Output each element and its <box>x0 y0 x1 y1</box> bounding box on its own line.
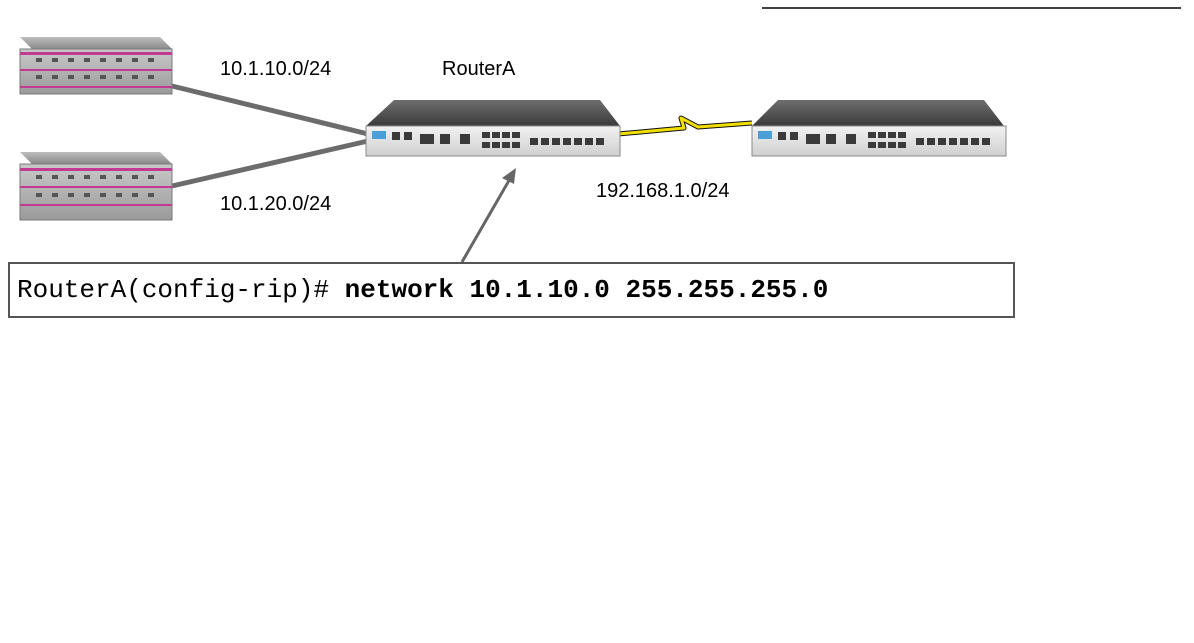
label-net-top: 10.1.10.0/24 <box>220 58 331 80</box>
pointer-arrow <box>460 176 513 263</box>
switch-bottom <box>19 152 173 221</box>
lan-link-top <box>171 83 369 137</box>
router-a <box>365 100 621 157</box>
pointer-arrowhead <box>502 168 516 184</box>
wan-serial-link-highlight <box>617 116 753 136</box>
label-router-a: RouterA <box>442 58 516 80</box>
command-prompt: RouterA(config-rip)# <box>17 275 345 305</box>
command-args: network 10.1.10.0 255.255.255.0 <box>344 275 829 305</box>
label-net-bottom: 10.1.20.0/24 <box>220 193 331 215</box>
router-b <box>751 100 1007 157</box>
switch-top <box>19 37 173 95</box>
lan-link-bottom <box>171 138 369 189</box>
label-wan-net: 192.168.1.0/24 <box>596 180 729 202</box>
command-line-box: RouterA(config-rip)# network 10.1.10.0 2… <box>8 262 1015 318</box>
